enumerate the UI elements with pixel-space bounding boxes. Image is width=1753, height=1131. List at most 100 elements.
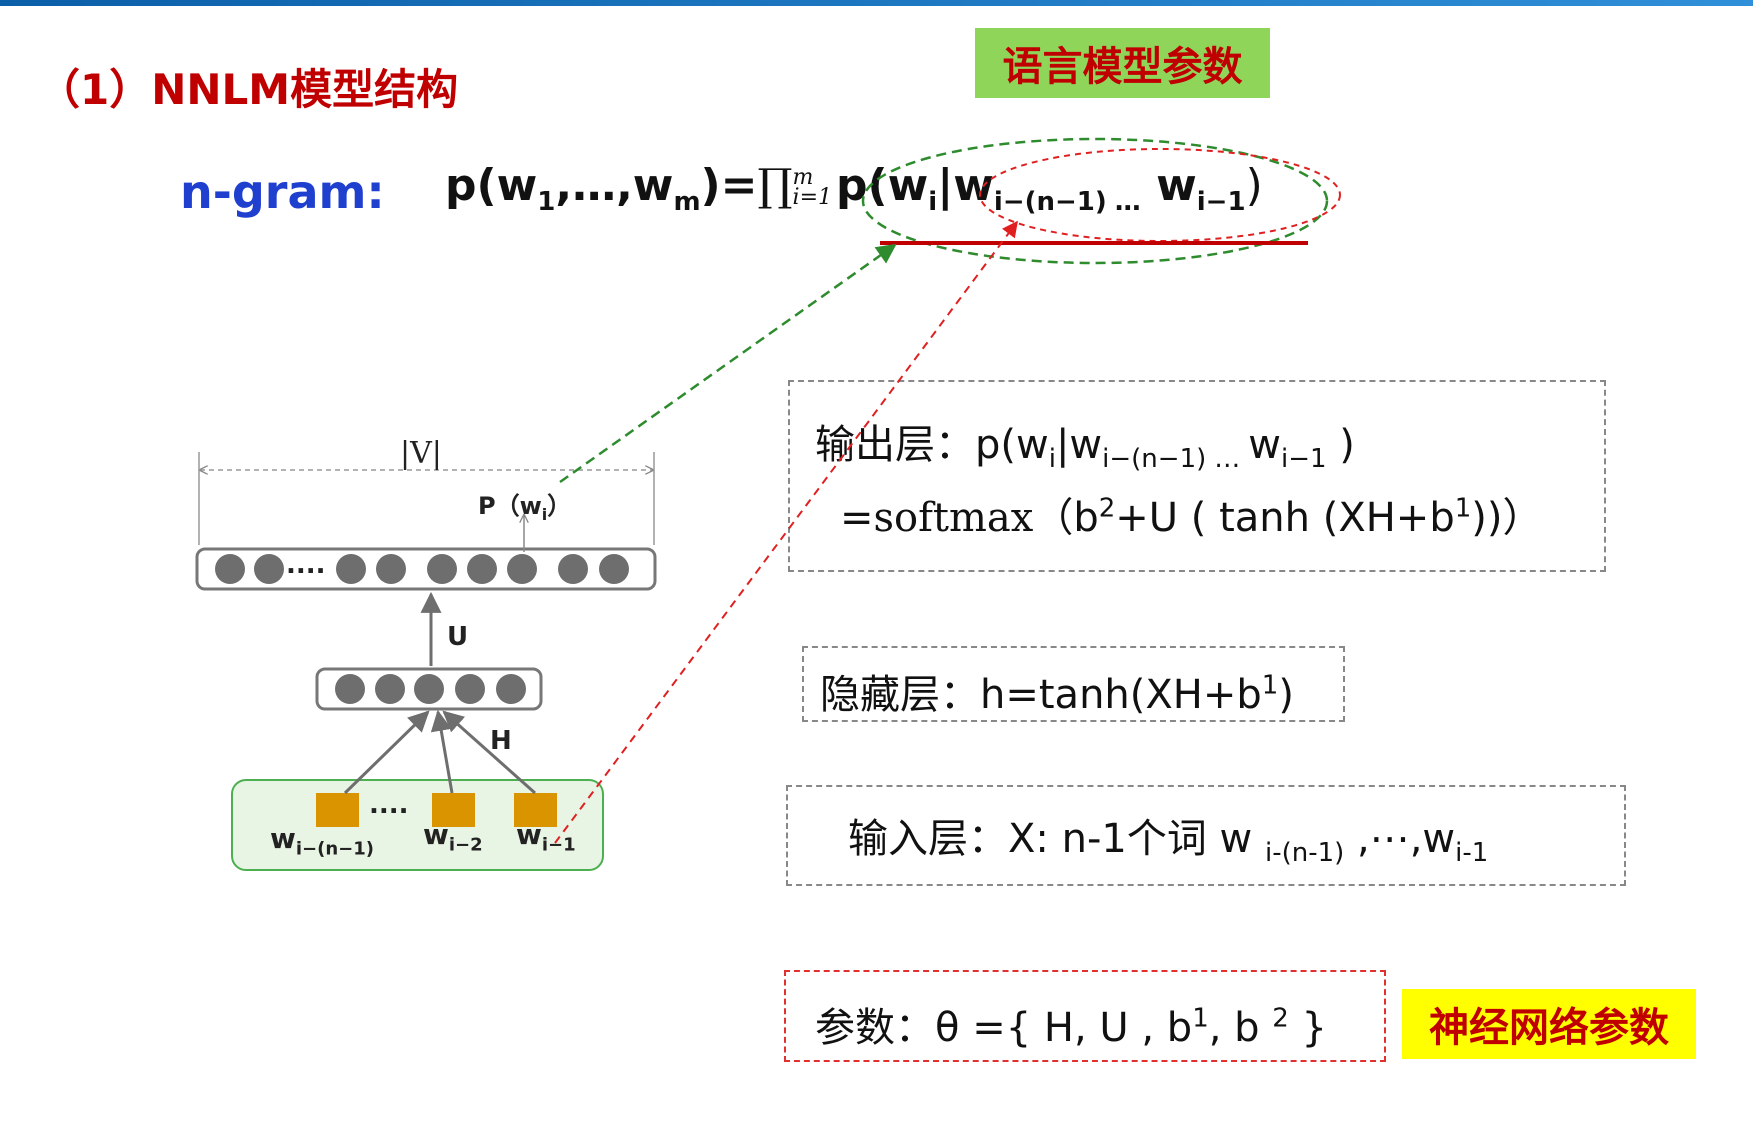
params-text: 参数：θ ={ H, U , b1, b 2 } <box>815 995 1327 1053</box>
output-line2-open: （ <box>1033 495 1074 541</box>
output-node <box>467 554 497 584</box>
params-sup1: 1 <box>1192 1003 1209 1034</box>
product-symbol: ∏ <box>757 160 793 211</box>
output-node <box>254 554 284 584</box>
output-layer-line2: =softmax（b2+U ( tanh (XH+b1))） <box>840 485 1542 543</box>
formula-sub-m: m <box>673 186 701 217</box>
product-lower: i=1 <box>792 185 833 210</box>
params-box <box>784 970 1386 1062</box>
p-wi-text: P（w <box>478 492 542 520</box>
output-dots: .... <box>286 550 326 580</box>
ngram-label: n-gram: <box>180 165 385 219</box>
neural-net-params-tag: 神经网络参数 <box>1402 989 1696 1059</box>
input-word-label: wi−2 <box>423 818 483 856</box>
hidden-layer-end: ) <box>1278 672 1294 718</box>
input-layer-label: 输入层： <box>848 816 1008 862</box>
product-upper: m <box>792 165 814 190</box>
hidden-node <box>414 674 444 704</box>
output-expr-p: p(w <box>975 422 1049 468</box>
output-layer-box <box>788 380 1606 572</box>
formula-rhs-w: w <box>1156 160 1197 211</box>
output-layer-line1: 输出层：p(wi|wi−(n−1)…wi−1 ) <box>815 412 1355 474</box>
output-node <box>599 554 629 584</box>
input-dots: .... <box>369 790 409 820</box>
p-wi-label: P（wi） <box>478 486 571 524</box>
formula-lhs-mid: ,…,w <box>555 160 674 211</box>
input-layer-text: 输入层：X: n-1个词 w i-(n-1) ,⋯,wi-1 <box>848 806 1488 868</box>
input-word-w: w <box>270 822 296 855</box>
green-dashed-ellipse <box>861 137 1329 265</box>
input-word-sub: i−(n−1) <box>295 838 375 860</box>
output-line2-sup2: 2 <box>1098 493 1116 524</box>
input-word-square <box>514 793 557 827</box>
output-line2-mid: +U ( tanh (XH+b <box>1115 495 1455 541</box>
hidden-layer-text: 隐藏层：h=tanh(XH+b1) <box>820 662 1294 720</box>
output-nodes <box>215 554 629 584</box>
output-node <box>336 554 366 584</box>
slide-title: （1）NNLM模型结构 <box>38 65 459 114</box>
output-line2-eq: = <box>840 495 874 541</box>
formula-sub-i: i <box>928 186 938 217</box>
input-layer-sub1: i-(n-1) <box>1264 838 1345 868</box>
input-word-square <box>316 793 359 827</box>
formula-lhs-end: ) <box>700 160 721 211</box>
output-dots: … <box>1214 444 1241 474</box>
params-mid: , b <box>1208 1005 1260 1051</box>
input-layer-expr: X: n-1个词 w <box>1008 816 1253 862</box>
formula-rhs: p(w <box>836 160 929 211</box>
hidden-layer-expr: h=tanh(XH+b <box>980 672 1262 718</box>
formula-sub-i1: i−1 <box>1196 186 1246 217</box>
output-line2-sup1: 1 <box>1454 493 1472 524</box>
formula-sub-n: i−(n−1) <box>993 186 1107 217</box>
output-expr-bar: |w <box>1055 422 1103 468</box>
hidden-node <box>335 674 365 704</box>
input-word-w: w <box>516 818 542 851</box>
hidden-layer-label: 隐藏层： <box>820 672 980 718</box>
p-wi-sub: i <box>541 504 548 524</box>
input-word-label: wi−(n−1) <box>270 822 374 860</box>
u-label: U <box>447 622 469 652</box>
h-arrow <box>442 710 536 795</box>
input-layer-sub2: i-1 <box>1455 838 1489 868</box>
input-word-sub: i−2 <box>448 834 483 856</box>
output-node <box>376 554 406 584</box>
hidden-node <box>455 674 485 704</box>
output-layer-label: 输出层： <box>815 422 975 468</box>
output-sub-n: i−(n−1) <box>1102 444 1207 474</box>
h-label: H <box>490 726 512 756</box>
language-model-params-tag: 语言模型参数 <box>975 28 1270 98</box>
formula-equals: = <box>720 160 758 211</box>
output-node <box>558 554 588 584</box>
v-label: |V| <box>400 436 442 471</box>
h-arrow <box>430 709 454 794</box>
params-label: 参数： <box>815 1005 935 1051</box>
formula-rhs-end: ) <box>1245 160 1263 211</box>
green-dashed-arrow <box>559 243 897 484</box>
red-dashed-arrow <box>554 220 1018 844</box>
output-sub-i: i <box>1048 444 1056 474</box>
output-line2-b: b <box>1073 495 1099 541</box>
hidden-nodes <box>335 674 526 704</box>
input-word-square <box>432 793 475 827</box>
formula-sub-1: 1 <box>537 186 556 217</box>
p-wi-end: ） <box>547 492 572 520</box>
red-dashed-ellipse <box>979 148 1341 242</box>
output-line2-end: )) <box>1471 495 1503 541</box>
input-layer-box <box>786 785 1626 886</box>
top-accent-line <box>0 0 1753 6</box>
output-sub-i1: i−1 <box>1280 444 1327 474</box>
output-node <box>507 554 537 584</box>
output-node <box>215 554 245 584</box>
hidden-layer-box <box>802 646 1345 722</box>
params-end: } <box>1301 1005 1327 1051</box>
input-word-w: w <box>423 818 449 851</box>
output-node <box>427 554 457 584</box>
output-line2-close: ） <box>1502 495 1543 541</box>
formula-dots: … <box>1114 186 1141 217</box>
hidden-layer-sup: 1 <box>1261 670 1279 701</box>
output-expr-w: w <box>1248 422 1281 468</box>
params-expr: θ ={ H, U , b <box>935 1005 1193 1051</box>
